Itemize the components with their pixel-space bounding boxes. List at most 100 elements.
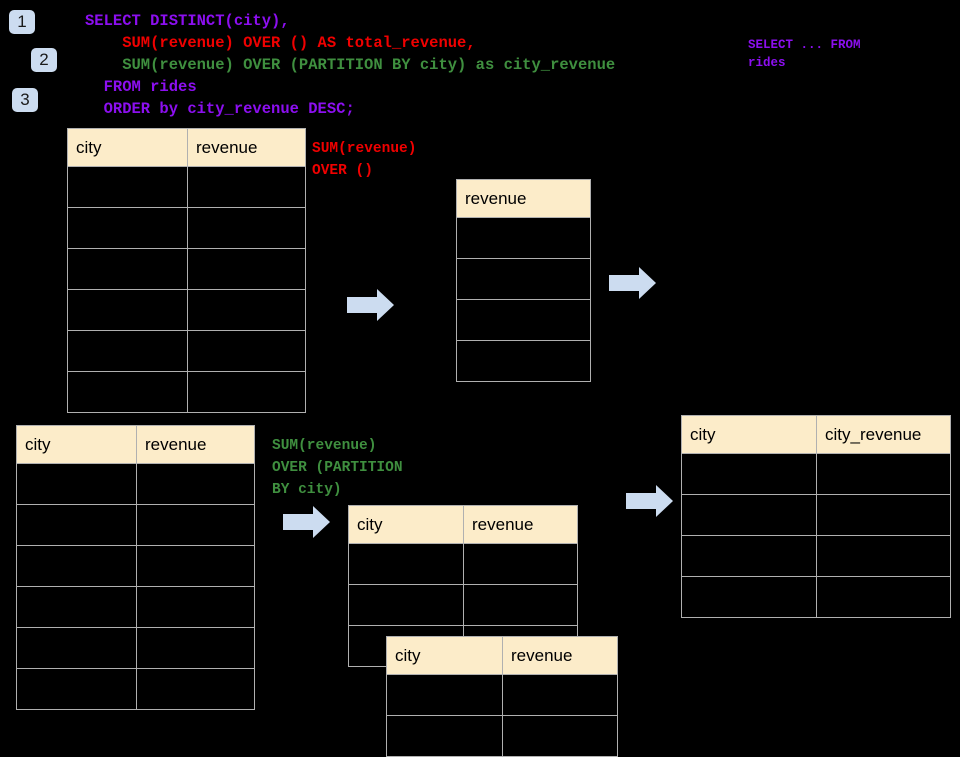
cell-city xyxy=(681,576,817,618)
cell-city xyxy=(348,584,464,626)
cell-city xyxy=(67,248,188,290)
cell-city-revenue xyxy=(816,576,951,618)
table-row xyxy=(681,576,951,618)
cell-city xyxy=(681,453,817,495)
column-header-revenue: revenue xyxy=(456,179,591,218)
table-header-row: revenue xyxy=(456,179,591,218)
table-row xyxy=(67,371,306,413)
cell-city xyxy=(386,674,503,716)
column-header-revenue: revenue xyxy=(187,128,306,167)
table-row xyxy=(681,453,951,495)
cell-revenue xyxy=(136,545,255,587)
cell-city-revenue xyxy=(816,535,951,577)
step-badge-3: 3 xyxy=(12,88,38,112)
cell-city xyxy=(67,289,188,331)
sql-line-total-revenue: SUM(revenue) OVER () AS total_revenue, xyxy=(85,34,476,52)
table-header-row: city revenue xyxy=(386,636,618,675)
sql-line-order-by: ORDER by city_revenue DESC; xyxy=(85,100,355,118)
cell-city-revenue xyxy=(816,494,951,536)
cell-city xyxy=(67,166,188,208)
table-row xyxy=(67,330,306,372)
table-row xyxy=(16,463,255,505)
table-row xyxy=(386,674,618,716)
column-header-city-revenue: city_revenue xyxy=(816,415,951,454)
table-row xyxy=(386,715,618,757)
column-header-city: city xyxy=(681,415,817,454)
cell-city xyxy=(681,494,817,536)
table-row xyxy=(67,166,306,208)
table-header-row: city city_revenue xyxy=(681,415,951,454)
cell-city xyxy=(348,543,464,585)
cell-city xyxy=(16,586,137,628)
column-header-city: city xyxy=(386,636,503,675)
table-row xyxy=(681,494,951,536)
table-row xyxy=(348,584,578,626)
cell-revenue xyxy=(463,543,578,585)
final-result-table: city city_revenue xyxy=(681,415,951,618)
table-row xyxy=(16,586,255,628)
diagram-canvas: 1 2 3 SELECT DISTINCT(city), SUM(revenue… xyxy=(9,10,951,757)
table-row xyxy=(681,535,951,577)
cell-city xyxy=(16,545,137,587)
cell-city-revenue xyxy=(816,453,951,495)
arrow-total-to-result xyxy=(609,266,657,300)
cell-revenue xyxy=(136,668,255,710)
step-badge-1: 1 xyxy=(9,10,35,34)
table-row xyxy=(67,289,306,331)
cell-revenue xyxy=(187,248,306,290)
rides-source-table-top: city revenue xyxy=(67,128,306,413)
table-row xyxy=(67,207,306,249)
cell-revenue xyxy=(456,299,591,341)
cell-revenue xyxy=(136,504,255,546)
cell-city xyxy=(67,330,188,372)
cell-city xyxy=(16,463,137,505)
cell-revenue xyxy=(502,715,618,757)
arrow-partition-to-result xyxy=(626,484,674,518)
cell-city xyxy=(386,715,503,757)
sql-line-from-rides: FROM rides xyxy=(85,78,197,96)
column-header-city: city xyxy=(67,128,188,167)
table-row xyxy=(16,668,255,710)
annotation-sum-over-partition: SUM(revenue) OVER (PARTITION BY city) xyxy=(272,438,403,498)
cell-revenue xyxy=(187,289,306,331)
arrow-source-to-total xyxy=(347,288,395,322)
arrow-source-to-partition xyxy=(283,505,331,539)
table-header-row: city revenue xyxy=(348,505,578,544)
cell-city xyxy=(16,627,137,669)
table-row xyxy=(456,258,591,300)
cell-city xyxy=(67,207,188,249)
cell-revenue xyxy=(463,584,578,626)
table-row xyxy=(16,627,255,669)
annotation-select-from-rides: SELECT ... FROM rides xyxy=(748,38,861,70)
cell-city xyxy=(681,535,817,577)
table-header-row: city revenue xyxy=(16,425,255,464)
cell-revenue xyxy=(502,674,618,716)
table-row xyxy=(456,299,591,341)
cell-revenue xyxy=(136,463,255,505)
rides-source-table-bottom: city revenue xyxy=(16,425,255,710)
total-revenue-table: revenue xyxy=(456,179,591,382)
column-header-revenue: revenue xyxy=(502,636,618,675)
cell-revenue xyxy=(456,258,591,300)
table-row xyxy=(16,545,255,587)
table-row xyxy=(456,340,591,382)
sql-line-select-distinct: SELECT DISTINCT(city), xyxy=(85,12,290,30)
cell-revenue xyxy=(187,166,306,208)
column-header-city: city xyxy=(16,425,137,464)
cell-revenue xyxy=(456,340,591,382)
cell-revenue xyxy=(187,207,306,249)
table-row xyxy=(16,504,255,546)
sql-line-city-revenue: SUM(revenue) OVER (PARTITION BY city) as… xyxy=(85,56,616,74)
cell-city xyxy=(67,371,188,413)
cell-revenue xyxy=(136,586,255,628)
column-header-revenue: revenue xyxy=(463,505,578,544)
cell-revenue xyxy=(187,330,306,372)
table-header-row: city revenue xyxy=(67,128,306,167)
step-badge-2: 2 xyxy=(31,48,57,72)
cell-revenue xyxy=(187,371,306,413)
cell-revenue xyxy=(136,627,255,669)
cell-city xyxy=(16,504,137,546)
cell-city xyxy=(16,668,137,710)
partition-group-table-front: city revenue xyxy=(386,636,618,757)
table-row xyxy=(67,248,306,290)
